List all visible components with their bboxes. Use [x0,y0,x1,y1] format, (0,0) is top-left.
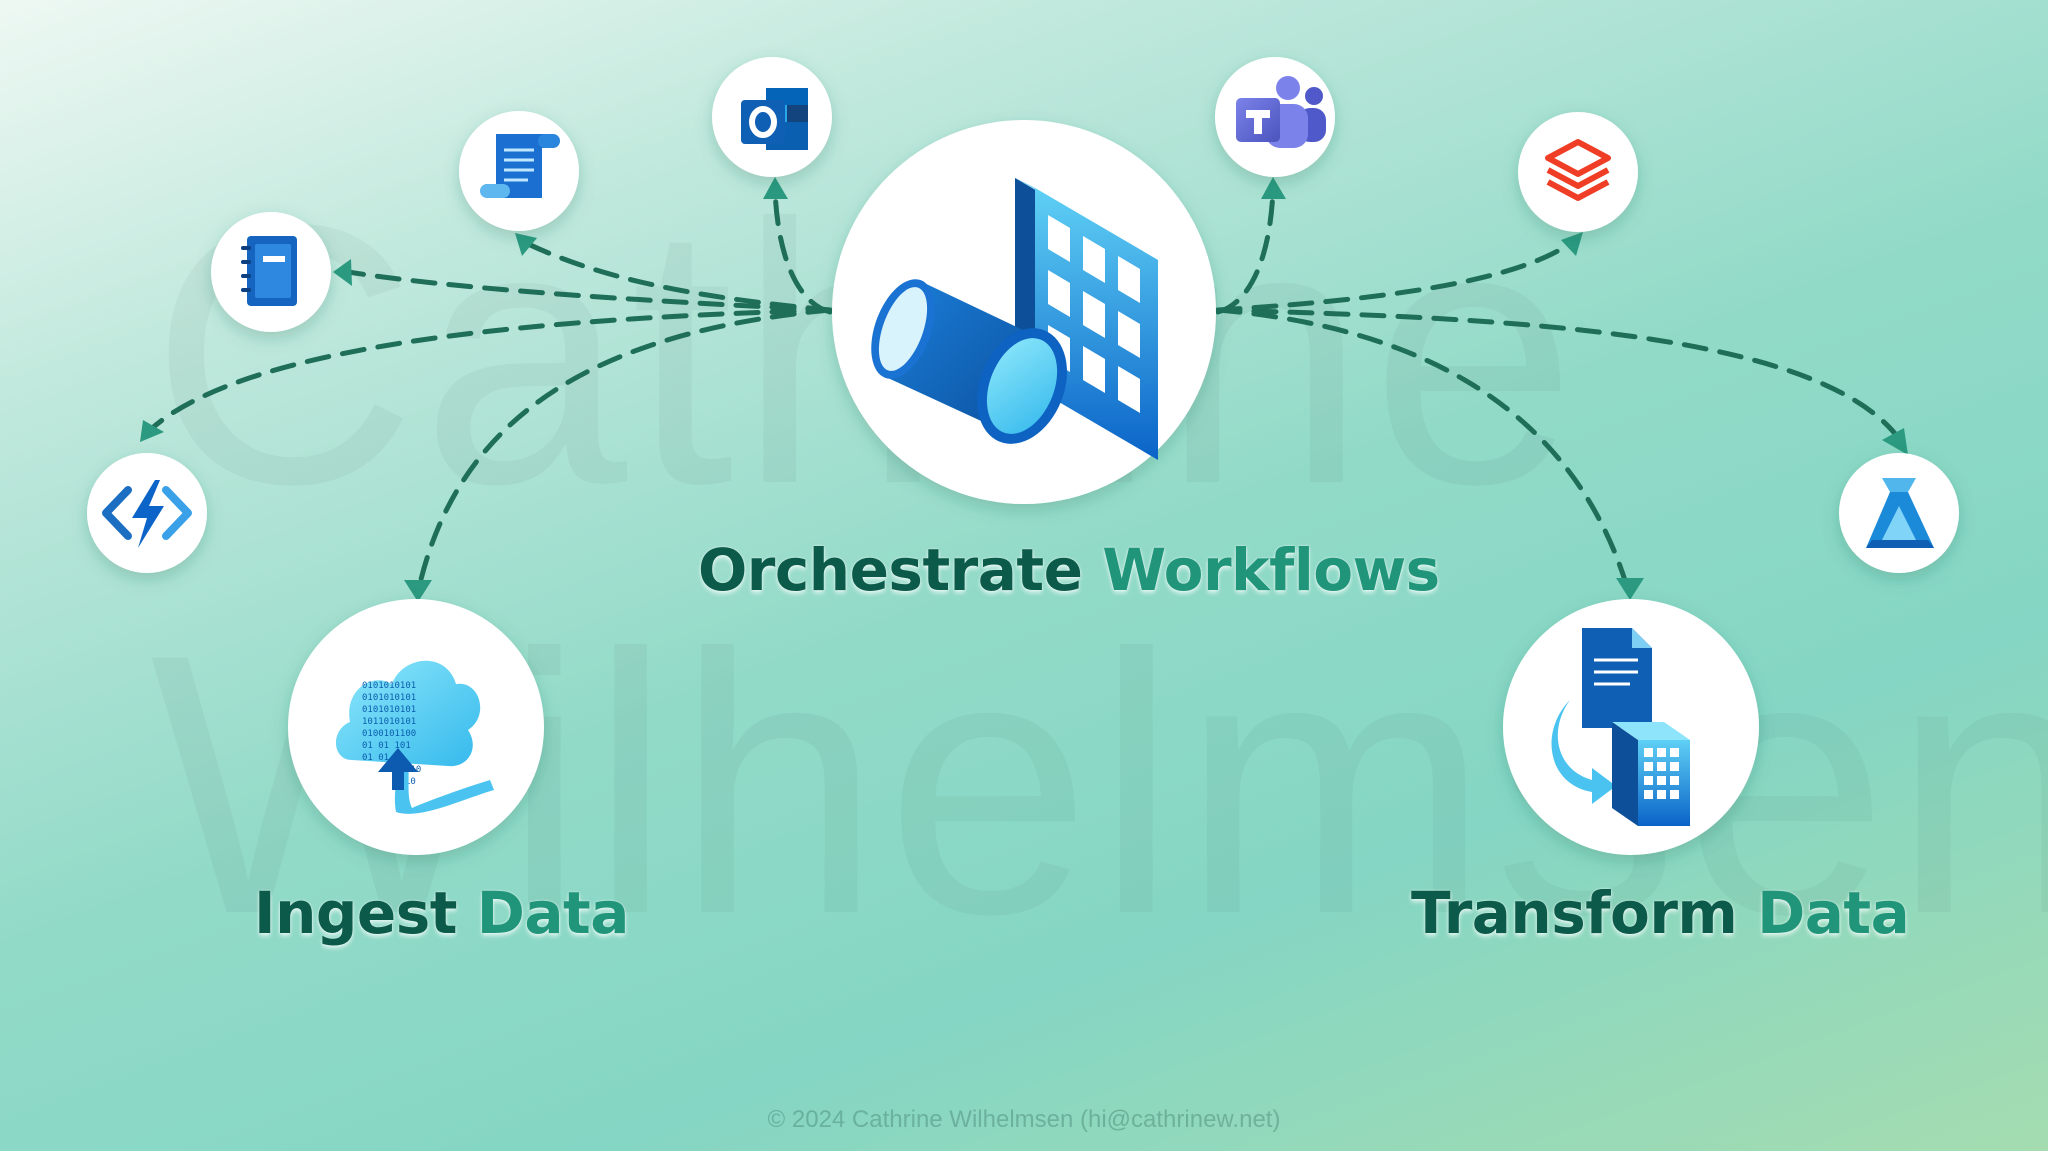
arrow-head-ingest [404,580,432,602]
arrow-head-databricks [1561,232,1583,256]
connector-to-script [517,237,833,313]
arrow-head-transform [1616,578,1644,600]
cloud-upload-binary-icon: 0101010101 0101010101 0101010101 1011010… [335,660,494,814]
svg-text:0101010101: 0101010101 [362,681,416,691]
transform-title: Transform Data [1411,879,1910,947]
connector-group [147,187,1903,595]
document-fold [1632,628,1652,648]
pipe-front-opening [986,338,1058,434]
arrow-head-ml [1882,428,1908,455]
svg-text:10: 10 [405,777,416,787]
satellite-notebook[interactable] [211,212,331,332]
hub-node[interactable] [832,120,1216,504]
pipe-back-rim [878,287,928,371]
cloud-shape [335,660,481,767]
ingest-title: Ingest Data [254,879,629,947]
data-factory-pipeline-icon [871,178,1158,460]
ingest-title-part1: Ingest [254,879,457,947]
document-shape [1582,628,1652,728]
ingest-title-part2: Data [476,879,630,947]
outlook-icon [741,88,808,150]
satellite-databricks[interactable] [1518,112,1638,232]
transform-title-part1: Transform [1411,879,1738,947]
hub-title: Orchestrate Workflows [698,536,1440,604]
hub-title-part2: Workflows [1102,536,1440,604]
satellite-functions[interactable] [87,453,207,573]
satellite-ml[interactable] [1839,453,1959,573]
transform-arrow [1551,700,1616,804]
svg-text:01 01: 01 01 [362,753,389,763]
connector-to-transform [1215,307,1631,593]
arrow-head-notebook [333,259,352,286]
arrow-head-group [140,177,1908,602]
connector-to-databricks [1215,237,1578,313]
satellite-outlook[interactable] [712,57,832,177]
azure-functions-icon [102,480,192,548]
notebook-icon [241,236,297,306]
script-scroll-icon [480,134,560,198]
svg-text:0100101100: 0100101100 [362,729,416,739]
transform-title-part2: Data [1757,879,1910,947]
table-front [1612,722,1638,826]
teams-icon [1236,76,1326,148]
satellite-teams[interactable] [1215,57,1335,177]
arrow-head-outlook [763,177,788,199]
ingest-node[interactable]: 0101010101 0101010101 0101010101 1011010… [288,599,544,855]
svg-text:0101010101: 0101010101 [362,705,416,715]
satellite-script[interactable] [459,111,579,231]
connector-to-outlook [772,187,833,315]
upload-arrow-head [378,748,418,790]
connector-to-ingest [415,307,833,595]
document-to-table-icon [1551,628,1690,826]
connector-to-ml [1215,307,1903,443]
machine-learning-icon [1866,478,1934,548]
connector-to-notebook [345,269,833,313]
svg-text:1011010101: 1011010101 [362,717,416,727]
svg-text:01 01 101: 01 01 101 [362,741,411,751]
connector-to-teams [1215,187,1276,315]
databricks-icon [1545,139,1611,201]
svg-text:0101010101: 0101010101 [362,693,416,703]
copyright-footer: © 2024 Cathrine Wilhelmsen (hi@cathrinew… [767,1106,1281,1133]
transform-node[interactable] [1503,599,1759,855]
arrow-head-teams [1261,177,1286,199]
connector-to-functions [147,307,833,433]
arrow-head-script [515,233,537,256]
arrow-head-functions [140,420,164,442]
hub-title-part1: Orchestrate [698,536,1083,604]
